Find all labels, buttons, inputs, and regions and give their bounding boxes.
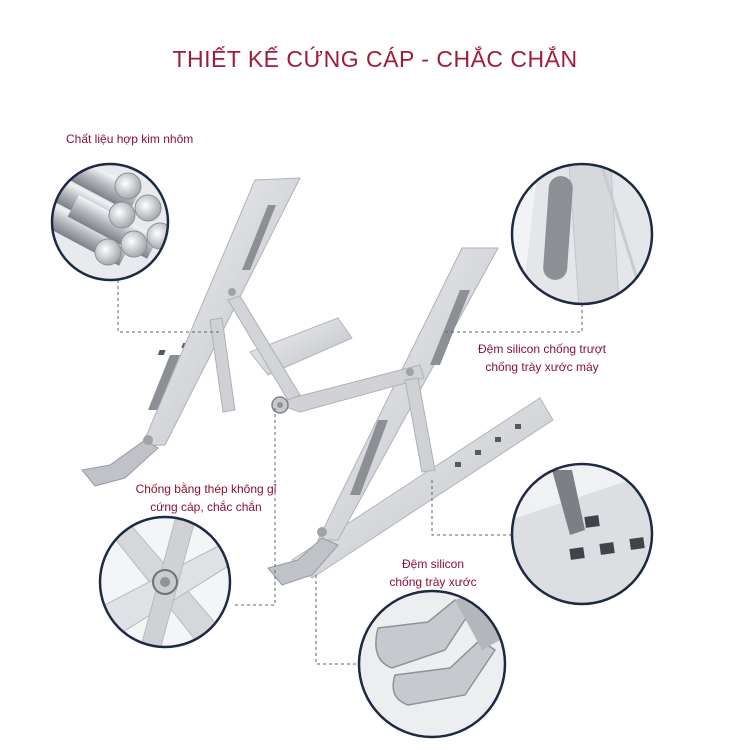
stand-left-support bbox=[209, 317, 236, 413]
label-silicon-pad-line2: chống trày xước máy bbox=[485, 360, 599, 374]
label-steel-line1: Chống bằng thép không gỉ bbox=[135, 482, 277, 496]
stand-left-brace bbox=[227, 295, 301, 401]
detail-circle-steel-hinge bbox=[98, 515, 232, 649]
stand-right-silicon-pad-top bbox=[430, 290, 470, 365]
label-silicon-pad: Đệm silicon chống trượt chống trày xước … bbox=[452, 340, 632, 376]
stand-right-support bbox=[404, 377, 436, 473]
hinge-right-upper bbox=[406, 368, 414, 376]
label-steel-hinge: Chống bằng thép không gỉ cứng cáp, chắc … bbox=[126, 480, 286, 516]
page-title: THIẾT KẾ CỨNG CÁP - CHẮC CHẮN bbox=[172, 46, 578, 72]
label-foot-pad-line2: chống trày xước bbox=[389, 575, 477, 589]
leader-steel-hinge bbox=[232, 408, 276, 606]
leader-material bbox=[117, 280, 222, 333]
stand-front-base-holes bbox=[455, 424, 521, 467]
stand-left-arm bbox=[141, 177, 301, 447]
label-steel-line2: cứng cáp, chắc chắn bbox=[150, 500, 262, 514]
laptop-stand bbox=[81, 177, 554, 586]
stand-left-foot bbox=[81, 439, 159, 487]
leader-silicon-pad bbox=[442, 304, 583, 333]
leader-base-holes bbox=[431, 480, 512, 536]
label-silicon-pad-line1: Đệm silicon chống trượt bbox=[478, 342, 606, 356]
detail-circle-silicon-pad bbox=[510, 162, 654, 306]
detail-circle-aluminum bbox=[50, 162, 170, 282]
leader-foot-pad bbox=[315, 575, 359, 665]
hinge-left-lower bbox=[143, 435, 153, 445]
label-foot-pad: Đệm silicon chống trày xước bbox=[388, 555, 478, 591]
label-foot-pad-line1: Đệm silicon bbox=[401, 557, 464, 571]
label-material: Chất liệu hợp kim nhôm bbox=[66, 132, 194, 146]
hinge-left-upper bbox=[228, 288, 236, 296]
stand-cross-brace bbox=[278, 364, 425, 413]
stand-right-silicon-pad-bottom bbox=[350, 420, 388, 495]
hinge-right-lower bbox=[317, 527, 327, 537]
detail-circle-base-holes bbox=[510, 462, 654, 606]
detail-circle-foot-pad bbox=[357, 589, 507, 739]
leader-lines bbox=[117, 280, 583, 665]
stand-right-foot bbox=[267, 537, 339, 586]
stand-left-silicon-pad-bottom bbox=[148, 355, 180, 410]
stand-left-silicon-pad-top bbox=[242, 205, 276, 270]
